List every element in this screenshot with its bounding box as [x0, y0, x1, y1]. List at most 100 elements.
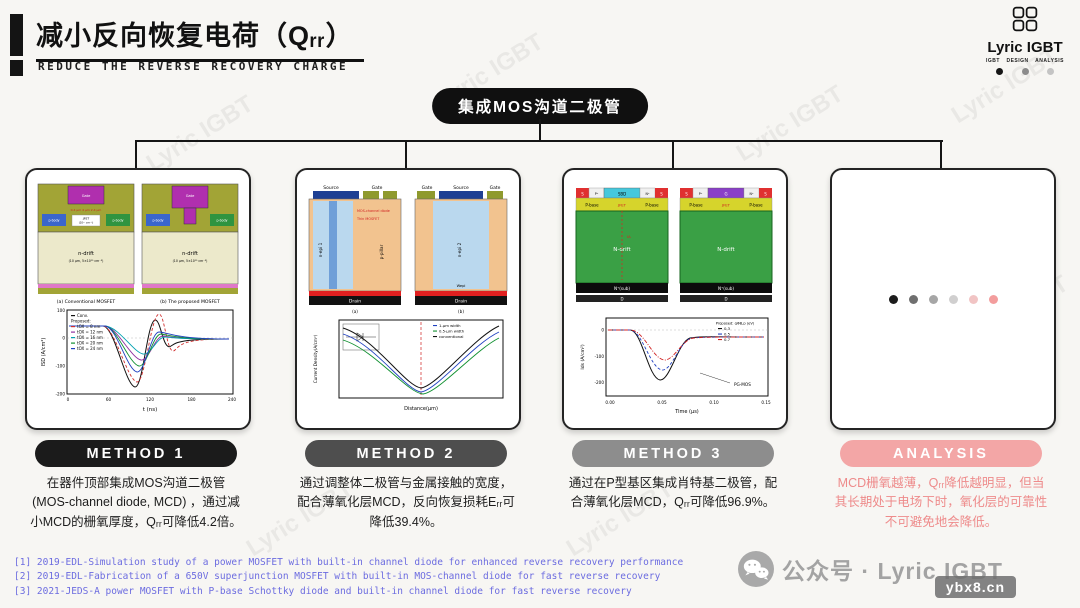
brand-tag: DESIGN — [1006, 58, 1029, 64]
p-base-label: P-base — [645, 203, 659, 208]
y-axis-label: Ids (A/cm²) — [580, 344, 586, 369]
n-drift-label: n-drift — [78, 251, 94, 257]
current-density-graph: 1-μm width 0.5-μm width conventional Cur… — [313, 319, 504, 412]
root-node-pill: 集成MOS沟道二极管 — [432, 88, 648, 124]
analysis-dot — [988, 294, 998, 304]
svg-text:tOX = 20 nm: tOX = 20 nm — [77, 341, 103, 346]
n-drift-label: N-drift — [613, 247, 631, 253]
x-axis-label: t (ns) — [143, 407, 158, 413]
method2-figure: Source Gate n-epi 1 p-pillar MOS-channel… — [308, 185, 508, 412]
p-body-label: p-body — [152, 219, 163, 223]
analysis-dot — [948, 294, 958, 304]
svg-text:0: 0 — [62, 336, 65, 341]
svg-text:0.05: 0.05 — [657, 400, 667, 405]
brand-logo: Lyric IGBT IGBT DESIGN ANALYSIS — [980, 6, 1070, 75]
method1-description: 在器件顶部集成MOS沟道二极管 (MOS-channel diode, MCD)… — [30, 476, 242, 529]
p-base-label: P-base — [585, 203, 599, 208]
svg-text:0.00: 0.00 — [605, 400, 615, 405]
svg-text:0.10: 0.10 — [709, 400, 719, 405]
reference-item: [1] 2019-EDL-Simulation study of a power… — [14, 557, 684, 568]
drain-label: D — [724, 296, 727, 301]
anode-current-label: IA — [627, 234, 631, 239]
method1-figure: Gate 0.4 μm 4 μm 2.4 μm p-body p-body JF… — [37, 183, 239, 413]
wechat-icon — [738, 551, 774, 587]
n-epi1-label: n-epi 1 — [318, 242, 323, 257]
svg-text:-200: -200 — [594, 380, 604, 385]
svg-text:0: 0 — [601, 328, 604, 333]
method2-card: Source Gate n-epi 1 p-pillar MOS-channel… — [295, 168, 521, 430]
jfet-doping-label: (10¹⁷ cm⁻³) — [79, 221, 94, 225]
p-body-label: p-body — [216, 219, 227, 223]
brand-dot — [996, 68, 1003, 75]
n-epi2-label: n-epi 2 — [457, 242, 462, 257]
svg-text:-100: -100 — [55, 364, 65, 369]
n-sub-label: N⁺(sub) — [614, 286, 630, 291]
svg-text:1-μm width: 1-μm width — [439, 323, 461, 328]
brand-name: Lyric IGBT — [987, 39, 1063, 56]
drain-label: Drain — [349, 299, 361, 305]
figure-caption-a: (a) Conventional MOSFET — [57, 299, 116, 305]
source-label: Source — [453, 185, 469, 191]
n-drift-label: n-drift — [182, 251, 198, 257]
s-contact-label: S — [581, 191, 584, 196]
n-plus-label: N⁺ — [645, 192, 649, 196]
svg-text:60: 60 — [106, 397, 112, 402]
reverse-recovery-graph: Conv. Proposed: tOX = 8 nm tOX = 12 nm t… — [41, 308, 236, 413]
svg-text:0.7: 0.7 — [724, 337, 731, 342]
brand-tag: IGBT — [986, 58, 1000, 64]
figure-caption-a: (a) — [352, 309, 358, 314]
reference-item: [3] 2021-JEDS-A power MOSFET with P-base… — [14, 585, 632, 597]
svg-text:0.15: 0.15 — [761, 400, 771, 405]
gate-label: Gate — [490, 185, 501, 191]
svg-text:120: 120 — [146, 397, 154, 402]
tree-connector-horizontal — [135, 140, 943, 142]
x-axis-ticks: 0.00 0.05 0.10 0.15 — [605, 400, 771, 405]
analysis-dot — [928, 294, 938, 304]
tree-connector-branch-2 — [405, 140, 407, 168]
svg-text:0: 0 — [67, 397, 70, 402]
method2-description: 通过调整体二极管与金属接触的宽度，配合薄氧化层MCD，反向恢复损耗Eᵣᵣ可降低3… — [297, 476, 515, 529]
y-axis-ticks: 100 0 -100 -200 — [55, 308, 65, 397]
tree-connector-branch-3 — [672, 140, 674, 168]
y-axis-label: Current Density(A/cm²) — [313, 334, 318, 383]
svg-text:tOX = 16 nm: tOX = 16 nm — [77, 335, 103, 340]
s-contact-label: S — [660, 191, 663, 196]
x-axis-ticks: 0 60 120 180 240 — [67, 397, 237, 402]
analysis-card — [830, 168, 1056, 430]
method1-pill: METHOD 1 — [35, 440, 237, 467]
tree-connector-branch-1 — [135, 140, 137, 168]
sbd-label: SBD — [618, 191, 626, 196]
brand-tags: IGBT DESIGN ANALYSIS — [980, 58, 1070, 64]
p-pillar-label: p-pillar — [379, 244, 384, 259]
analysis-dot — [968, 294, 978, 304]
site-watermark: ybx8.cn — [934, 576, 1016, 598]
analysis-dot — [908, 294, 918, 304]
svg-text:Proposed:: Proposed: — [71, 319, 91, 324]
tree-connector-branch-4 — [940, 140, 942, 168]
method2-pill: METHOD 2 — [305, 440, 507, 467]
analysis-dot — [888, 294, 898, 304]
graph-legend: 1-μm width 0.5-μm width conventional — [433, 323, 465, 339]
svg-text:0.3: 0.3 — [724, 326, 731, 331]
method3-description: 通过在P型基区集成肖特基二极管，配合薄氧化层MCD，Qᵣᵣ可降低96.9%。 — [568, 476, 778, 510]
p-plus-label: P⁺ — [595, 192, 599, 196]
method3-pill: METHOD 3 — [572, 440, 774, 467]
x-axis-label: Distance(μm) — [404, 406, 438, 412]
sbd-mosfet-cross-section-b: S P⁺ G N⁺ S P-base JFET P-base N-drift N… — [679, 187, 773, 302]
jfet-label: JFET — [721, 203, 731, 208]
s-contact-label: S — [685, 191, 688, 196]
p-plus-label: P⁺ — [699, 192, 703, 196]
method1-card: Gate 0.4 μm 4 μm 2.4 μm p-body p-body JF… — [25, 168, 251, 430]
graph-legend: Proposed: qΦB,p (eV) 0.3 0.5 0.7 — [716, 322, 755, 343]
svg-text:tOX = 12 nm: tOX = 12 nm — [77, 330, 103, 335]
gate-label: Gate — [82, 194, 91, 198]
jfet-label: JFET — [617, 203, 627, 208]
mosfet-cross-section-b: Gate p-body p-body n-drift (10 μm, 5×10¹… — [141, 183, 239, 305]
figure-caption-b: (b) The proposed MOSFET — [160, 299, 220, 305]
p-body-label: p-body — [48, 219, 59, 223]
jfet-label: JFET — [82, 217, 90, 221]
brand-dots — [980, 68, 1070, 75]
sj-mosfet-cross-section-a: Source Gate n-epi 1 p-pillar MOS-channel… — [308, 185, 402, 314]
analysis-description: MCD栅氧越薄，Qᵣᵣ降低越明显，但当其长期处于电场下时，氧化层的可靠性不可避免… — [834, 476, 1048, 529]
